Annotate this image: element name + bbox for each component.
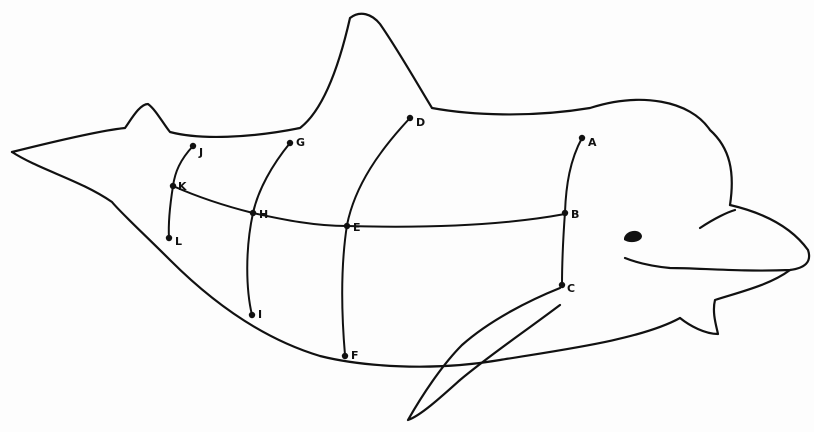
tail-and-back-outline xyxy=(12,14,732,205)
label-c: C xyxy=(567,282,575,295)
label-l: L xyxy=(175,235,182,248)
point-h-marker xyxy=(250,210,256,216)
beak-top-outline xyxy=(625,205,809,271)
point-i-marker xyxy=(249,312,255,318)
throat-outline xyxy=(680,270,790,334)
point-c-marker xyxy=(559,282,565,288)
line-g-i xyxy=(247,143,290,315)
label-k: K xyxy=(178,180,187,193)
point-b-marker xyxy=(562,210,568,216)
label-e: E xyxy=(353,221,361,234)
point-a-marker xyxy=(579,135,585,141)
point-k-marker xyxy=(170,183,176,189)
label-b: B xyxy=(571,208,579,221)
point-g-marker xyxy=(287,140,293,146)
line-d-f xyxy=(342,118,410,355)
label-d: D xyxy=(416,116,425,129)
label-i: I xyxy=(258,308,262,321)
label-j: J xyxy=(198,146,203,159)
point-d-marker xyxy=(407,115,413,121)
label-g: G xyxy=(296,136,305,149)
label-a: A xyxy=(588,136,597,149)
measurement-points xyxy=(166,115,585,359)
eye-icon xyxy=(624,231,642,242)
point-e-marker xyxy=(344,223,350,229)
belly-outline xyxy=(12,152,680,367)
label-f: F xyxy=(351,349,359,362)
point-l-marker xyxy=(166,235,172,241)
dolphin-outline xyxy=(12,14,809,420)
point-j-marker xyxy=(190,143,196,149)
mouth-line xyxy=(700,210,735,228)
point-f-marker xyxy=(342,353,348,359)
label-h: H xyxy=(259,208,268,221)
line-k-b xyxy=(173,186,565,227)
measurement-lines xyxy=(169,118,582,355)
